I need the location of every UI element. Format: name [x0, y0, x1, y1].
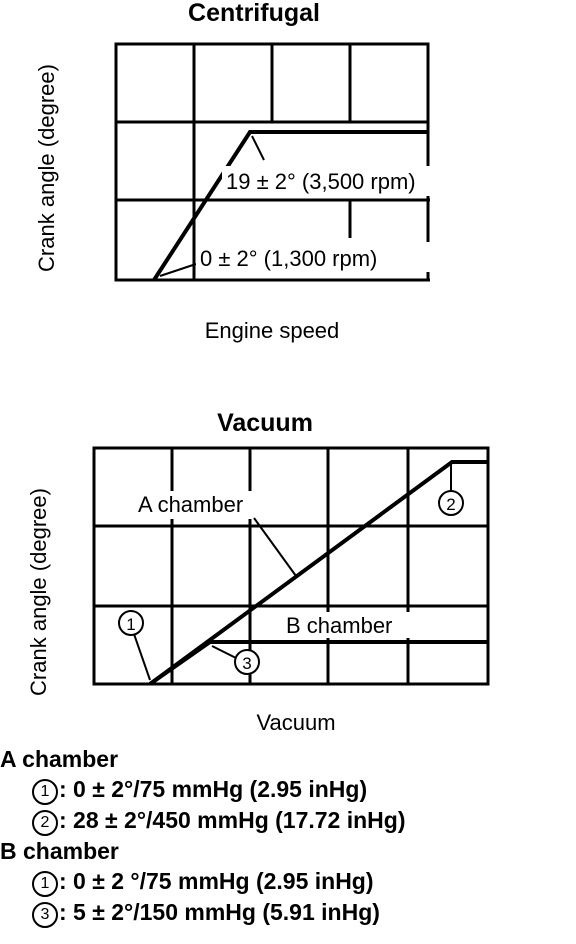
marker-2-label: 2: [446, 495, 455, 514]
leader-marker-1: [133, 633, 151, 681]
spec-a-item-2: 2: 28 ± 2°/450 mmHg (17.72 inHg): [0, 805, 576, 836]
spec-b-item-2-text: : 5 ± 2°/150 mmHg (5.91 inHg): [59, 899, 380, 925]
vacuum-xlabel: Vacuum: [256, 710, 335, 735]
spec-a-item-1-marker: 1: [32, 779, 58, 805]
vacuum-grid: [92, 446, 490, 686]
marker-1-circle: [118, 610, 144, 636]
marker-1-label: 1: [126, 615, 135, 634]
spec-a-item-1: 1: 0 ± 2°/75 mmHg (2.95 inHg): [0, 774, 576, 805]
label-b-chamber: B chamber: [286, 613, 392, 638]
label-a-chamber: A chamber: [138, 492, 243, 517]
annotation-high: 19 ± 2° (3,500 rpm): [226, 169, 416, 194]
spec-a-item-1-text: : 0 ± 2°/75 mmHg (2.95 inHg): [59, 776, 368, 802]
vacuum-title: Vacuum: [217, 409, 313, 437]
spec-b-item-1-marker: 1: [32, 871, 58, 897]
centrifugal-advance-curve: [152, 130, 428, 282]
b-chamber-curve: [148, 640, 488, 686]
annotation-low-bg: [196, 242, 454, 272]
centrifugal-chart: Centrifugal 19 ± 2° (3,500 rpm) 0 ± 2° (…: [34, 0, 498, 343]
marker-3-circle: [234, 649, 260, 675]
centrifugal-xlabel: Engine speed: [205, 318, 340, 343]
vacuum-ylabel: Crank angle (degree): [26, 488, 51, 696]
marker-3-label: 3: [242, 654, 251, 673]
leader-low: [159, 263, 197, 277]
annotation-low: 0 ± 2° (1,300 rpm): [200, 246, 377, 271]
annotation-high-bg: [222, 166, 498, 196]
marker-2-circle: [438, 490, 464, 516]
label-b-bg: [282, 612, 428, 638]
spec-b-item-2-marker: 3: [32, 902, 58, 928]
spec-a-item-2-text: : 28 ± 2°/450 mmHg (17.72 inHg): [59, 807, 406, 833]
label-a-bg: [136, 491, 278, 519]
vacuum-chart: Vacuum A chamber B chamber 1 2 3: [26, 409, 490, 735]
centrifugal-ylabel: Crank angle (degree): [34, 64, 59, 272]
spec-list: A chamber 1: 0 ± 2°/75 mmHg (2.95 inHg) …: [0, 744, 576, 928]
leader-high: [251, 135, 265, 161]
spec-b-item-1: 1: 0 ± 2 °/75 mmHg (2.95 inHg): [0, 866, 576, 897]
leader-marker-3: [211, 645, 237, 659]
spec-a-heading: A chamber: [0, 746, 119, 772]
leader-a: [253, 517, 297, 577]
spec-a-item-2-marker: 2: [32, 810, 58, 836]
centrifugal-title: Centrifugal: [188, 0, 320, 27]
a-chamber-curve: [148, 460, 488, 686]
spec-b-item-2: 3: 5 ± 2°/150 mmHg (5.91 inHg): [0, 897, 576, 928]
spec-b-heading: B chamber: [0, 838, 119, 864]
spec-b-item-1-text: : 0 ± 2 °/75 mmHg (2.95 inHg): [59, 868, 374, 894]
